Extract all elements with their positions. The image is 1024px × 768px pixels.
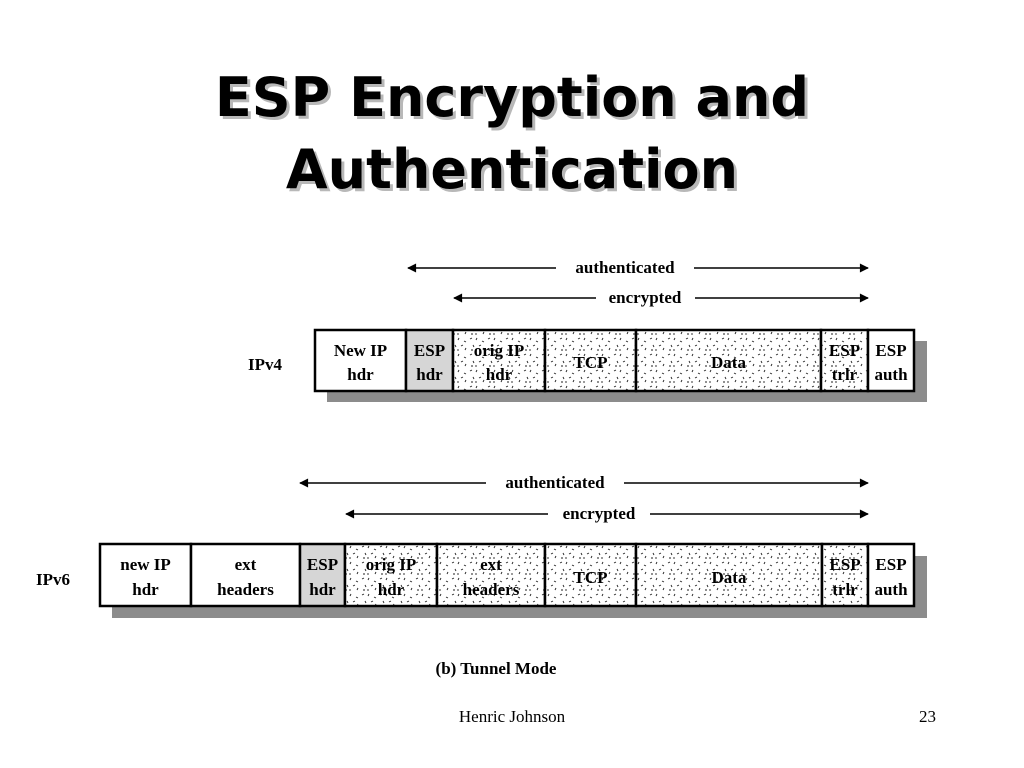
ipv6-field-data: Data	[634, 542, 824, 608]
ipv4-field-esp-hdr-line-1: ESP	[414, 341, 445, 360]
ipv6-field-esp-hdr-line-2: hdr	[309, 580, 336, 599]
ipv6-field-new-ip-hdr: new IP hdr	[98, 542, 193, 608]
ipv6-encrypted-label: encrypted	[563, 504, 636, 523]
ipv6-field-esp-auth-line-2: auth	[874, 580, 908, 599]
slide-title-line-1: ESP Encryption and	[214, 66, 810, 129]
ipv6-field-ext-headers: ext headers	[189, 542, 302, 608]
ipv4-field-esp-auth: ESP auth	[866, 328, 916, 393]
ipv4-field-esp-trlr-line-2: trlr	[832, 365, 858, 384]
ipv4-field-data: Data	[634, 328, 823, 393]
ipv4-field-esp-auth-line-2: auth	[874, 365, 908, 384]
ipv6-field-esp-auth: ESP auth	[866, 542, 916, 608]
ipv6-field-ext-headers-line-1: ext	[235, 555, 257, 574]
ipv4-field-data-label: Data	[711, 353, 746, 372]
ipv6-field-esp-trlr-line-2: trlr	[832, 580, 858, 599]
ipv4-field-new-ip-hdr: New IP hdr	[313, 328, 408, 393]
ipv6-field-esp-hdr-line-1: ESP	[307, 555, 338, 574]
ipv6-field-esp-auth-line-1: ESP	[875, 555, 906, 574]
ipv6-field-tcp: TCP	[543, 542, 638, 608]
ipv4-field-esp-trlr: ESP trlr	[819, 328, 870, 393]
ipv4-field-esp-hdr-line-2: hdr	[416, 365, 443, 384]
ipv4-authenticated-span: authenticated	[407, 258, 869, 277]
ipv4-field-orig-ip-hdr-line-2: hdr	[486, 365, 513, 384]
ipv6-authenticated-label: authenticated	[505, 473, 605, 492]
ipv4-field-tcp-label: TCP	[574, 353, 608, 372]
ipv4-field-esp-auth-line-1: ESP	[875, 341, 906, 360]
ipv4-packet: New IP hdr ESP hdr orig IP hdr TCP Data	[313, 328, 916, 393]
ipv6-authenticated-span: authenticated	[299, 473, 869, 492]
ipv6-field-esp-hdr: ESP hdr	[298, 542, 347, 608]
ipv6-row-label: IPv6	[36, 570, 70, 589]
ipv6-field-orig-ip-hdr-line-2: hdr	[378, 580, 405, 599]
footer-author: Henric Johnson	[458, 707, 566, 726]
ipv6-field-esp-trlr-line-1: ESP	[829, 555, 860, 574]
ipv4-row-label: IPv4	[248, 355, 283, 374]
ipv4-field-orig-ip-hdr: orig IP hdr	[451, 328, 547, 393]
ipv6-field-esp-trlr: ESP trlr	[820, 542, 870, 608]
ipv6-section: IPv6 authenticated encrypted new IP hdr …	[36, 473, 927, 618]
page-number: 23	[919, 707, 936, 726]
ipv6-field-inner-ext-headers-line-2: headers	[463, 580, 520, 599]
ipv6-field-new-ip-hdr-line-2: hdr	[132, 580, 159, 599]
slide-title: ESP Encryption and Authentication	[0, 62, 1024, 206]
ipv4-field-esp-hdr: ESP hdr	[404, 328, 455, 393]
ipv6-field-new-ip-hdr-line-1: new IP	[120, 555, 171, 574]
ipv4-field-new-ip-hdr-line-2: hdr	[347, 365, 374, 384]
ipv6-encrypted-span: encrypted	[345, 504, 869, 523]
ipv6-field-data-label: Data	[712, 568, 747, 587]
ipv6-field-orig-ip-hdr-line-1: orig IP	[366, 555, 417, 574]
ipv4-field-orig-ip-hdr-line-1: orig IP	[474, 341, 525, 360]
ipv4-authenticated-label: authenticated	[575, 258, 675, 277]
ipv4-field-esp-trlr-line-1: ESP	[829, 341, 860, 360]
ipv4-field-new-ip-hdr-line-1: New IP	[334, 341, 387, 360]
ipv4-encrypted-span: encrypted	[453, 288, 869, 307]
diagram-caption: (b) Tunnel Mode	[436, 659, 557, 678]
ipv6-field-orig-ip-hdr: orig IP hdr	[343, 542, 439, 608]
ipv6-field-ext-headers-line-2: headers	[217, 580, 274, 599]
ipv6-field-inner-ext-headers-line-1: ext	[480, 555, 502, 574]
slide-title-line-2: Authentication	[285, 138, 739, 201]
ipv6-field-tcp-label: TCP	[574, 568, 608, 587]
ipv4-section: IPv4 authenticated encrypted New IP hdr …	[248, 258, 927, 402]
ipv4-field-tcp: TCP	[543, 328, 638, 393]
ipv6-field-inner-ext-headers: ext headers	[435, 542, 547, 608]
ipv4-encrypted-label: encrypted	[609, 288, 682, 307]
ipv6-packet: new IP hdr ext headers ESP hdr orig IP h…	[98, 542, 916, 608]
